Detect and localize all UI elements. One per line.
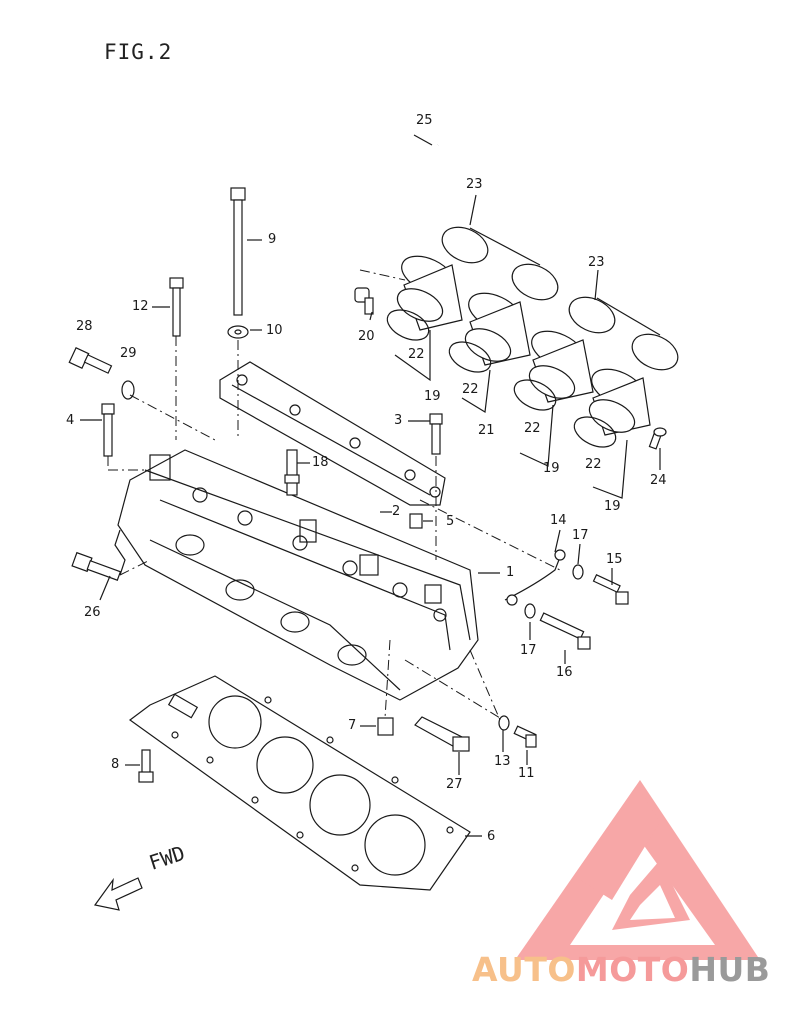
bolt-9 <box>230 187 246 316</box>
screw-24 <box>648 427 667 450</box>
callout-17b: 17 <box>520 643 537 658</box>
forward-arrow <box>93 877 143 911</box>
callout-22b: 22 <box>462 382 479 397</box>
intake-boot-1 <box>396 255 463 331</box>
head-gasket <box>128 675 471 891</box>
intake-boot-2 <box>464 292 531 366</box>
callout-5: 5 <box>446 514 455 529</box>
brand-part-auto: AUTO <box>472 950 576 989</box>
o-ring-22 <box>386 309 617 448</box>
callout-25: 25 <box>416 113 433 128</box>
washer-29 <box>121 380 135 400</box>
clamp-set-23b <box>568 296 679 371</box>
callout-27: 27 <box>446 777 463 792</box>
bolt-15 <box>592 573 629 605</box>
callout-17a: 17 <box>572 528 589 543</box>
brand-part-moto: MOTO <box>575 950 690 989</box>
callout-22d: 22 <box>585 457 602 472</box>
dowel-7 <box>377 717 394 736</box>
figure-label: FIG.2 <box>104 40 173 64</box>
callout-28: 28 <box>76 319 93 334</box>
callout-13: 13 <box>494 754 511 769</box>
callout-19a: 19 <box>424 389 441 404</box>
callout-14: 14 <box>550 513 567 528</box>
callout-19b: 19 <box>543 461 560 476</box>
callout-22c: 22 <box>524 421 541 436</box>
callout-9: 9 <box>268 232 277 247</box>
callout-22a: 22 <box>408 347 425 362</box>
cam-holder-plate <box>219 361 446 506</box>
watermark-brand-text: AUTOMOTOHUB <box>472 950 770 989</box>
callout-15: 15 <box>606 552 623 567</box>
callout-2: 2 <box>392 504 401 519</box>
washer-13 <box>498 715 510 731</box>
callout-4: 4 <box>66 413 75 428</box>
callout-10: 10 <box>266 323 283 338</box>
dowel-5 <box>409 513 423 529</box>
callout-19c: 19 <box>604 499 621 514</box>
callout-24: 24 <box>650 473 667 488</box>
callout-18: 18 <box>312 455 329 470</box>
callout-21: 21 <box>478 423 495 438</box>
bolt-8 <box>138 749 154 783</box>
center-lines <box>107 269 561 721</box>
cylinder-head <box>114 449 479 701</box>
bolt-26 <box>71 551 122 581</box>
intake-boot-4 <box>588 368 651 436</box>
bracket-14 <box>504 549 566 606</box>
callout-23b: 23 <box>588 255 605 270</box>
leader-lines <box>80 134 661 837</box>
callout-26: 26 <box>84 605 101 620</box>
callout-6: 6 <box>487 829 496 844</box>
brand-part-hub: HUB <box>689 950 771 989</box>
clamp-set-23a <box>441 226 559 301</box>
vacuum-tube-25 <box>373 143 440 272</box>
bolt-27 <box>414 716 470 752</box>
callout-11: 11 <box>518 766 535 781</box>
callout-16: 16 <box>556 665 573 680</box>
callout-7: 7 <box>348 718 357 733</box>
callout-23a: 23 <box>466 177 483 192</box>
bolt-11 <box>513 725 537 748</box>
spark-plug-18 <box>284 449 300 496</box>
callout-8: 8 <box>111 757 120 772</box>
watermark-logo <box>515 780 760 960</box>
cap-20 <box>354 287 374 315</box>
callout-3: 3 <box>394 413 403 428</box>
callout-20: 20 <box>358 329 375 344</box>
bolt-4 <box>101 403 115 457</box>
callout-12: 12 <box>132 299 149 314</box>
bolt-28 <box>68 346 113 374</box>
intake-boot-3 <box>528 330 594 403</box>
callout-29: 29 <box>120 346 137 361</box>
washer-10 <box>227 325 249 339</box>
callout-1: 1 <box>506 565 515 580</box>
bolt-12 <box>169 277 184 337</box>
bolt-3 <box>429 413 443 455</box>
bolt-16 <box>539 612 591 650</box>
washer-17 <box>524 564 584 619</box>
